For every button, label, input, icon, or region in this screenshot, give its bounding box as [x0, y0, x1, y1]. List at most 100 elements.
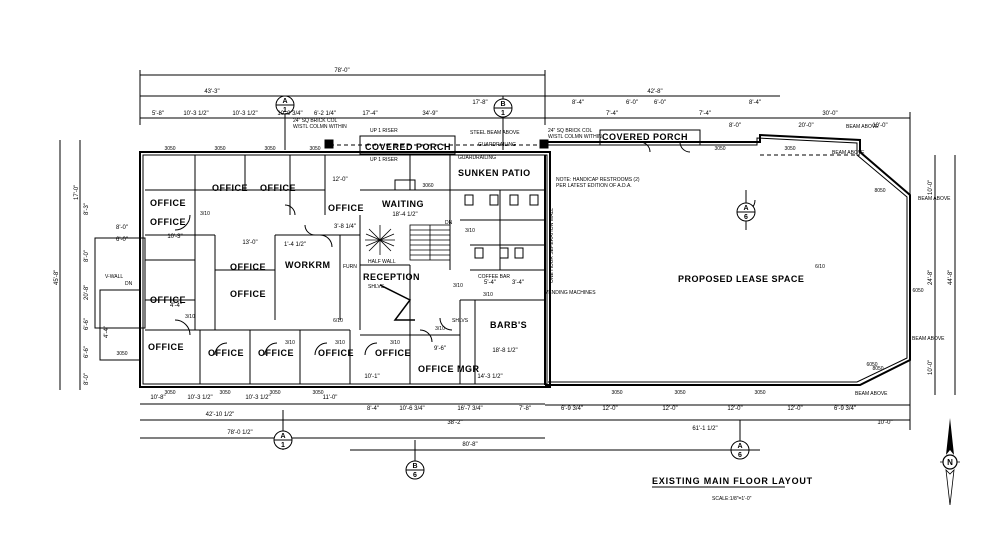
label-half-wall: HALF WALL [368, 259, 396, 265]
dim-int-16: 8'-3" [84, 203, 90, 215]
dim-top-4: 10'-9 3/4" [277, 111, 302, 117]
room-waiting: WAITING [382, 199, 424, 209]
door-tag-19: 3060 [422, 183, 433, 189]
dim-int-5: 3'-4" [512, 280, 524, 286]
door-small-4: 3/10 [335, 340, 345, 346]
door-tag-3: 3050 [264, 146, 275, 152]
door-tag-2: 3050 [214, 146, 225, 152]
dim-bottom-3: 10'-3 1/2" [245, 395, 270, 401]
dim-top-6: 17'-4" [362, 111, 377, 117]
note-beam-above-5: BEAM ABOVE [855, 391, 888, 397]
note-beam-above-3: BEAM ABOVE [918, 196, 951, 202]
dim-int-22: 8'-0" [84, 373, 90, 385]
dim-bottom-6: 10'-6 3/4" [399, 406, 424, 412]
dim-top-7: 34'-9" [422, 111, 437, 117]
dim-int-15: 1'-4 1/2" [284, 242, 306, 248]
dim-bottom-5: 8'-4" [367, 406, 379, 412]
note-brick-col-left-1: 24" SQ BRICK COL [293, 118, 338, 124]
door-tag-8: 3050 [312, 390, 323, 396]
dim-bottom-9: 6'-9 3/4" [561, 406, 583, 412]
door-small-10: 3/10 [453, 283, 463, 289]
dim-bottom-left: 42'-10 1/2" [206, 412, 235, 418]
note-dn-2: DN [125, 281, 133, 287]
room-covered-porch-right: COVERED PORCH [602, 132, 688, 142]
section-mark-3-sheet: 6 [744, 214, 748, 221]
dim-top-right: 42'-8" [647, 89, 662, 95]
door-small-3: 3/10 [285, 340, 295, 346]
dim-right-top: 10'-0" [928, 180, 934, 195]
room-office-4: OFFICE [150, 217, 186, 227]
label-dn: DN [445, 220, 453, 226]
door-tag-12: 3050 [714, 146, 725, 152]
dim-left-total: 45'-8" [54, 270, 60, 285]
room-proposed-lease: PROPOSED LEASE SPACE [678, 274, 804, 284]
dim-int-17: 8'-0" [84, 250, 90, 262]
dim-bottom-far-right: 10'-0" [877, 420, 892, 426]
note-brick-col-right-2: W/STL COLMN WITHIN [548, 134, 602, 140]
dim-int-4: 5'-4" [484, 280, 496, 286]
dim-int-8: 18'-8 1/2" [492, 348, 517, 354]
dim-bottom-right: 61'-1 1/2" [692, 426, 717, 432]
note-brick-col-right-1: 24" SQ BRICK COL [548, 128, 593, 134]
dim-int-1: 13'-0" [242, 240, 257, 246]
dim-top-3: 10'-3 1/2" [232, 111, 257, 117]
note-beam-above-1: BEAM ABOVE [832, 150, 865, 156]
dim-bottom-mid: 38'-2" [447, 420, 462, 426]
dim-int-13: 3'-8 1/4" [334, 224, 356, 230]
dim-top-left: 43'-3" [204, 89, 219, 95]
section-mark-2-sheet: 1 [501, 110, 505, 117]
section-mark-4-num: A [280, 433, 285, 440]
dim-int-14: 9'-6" [434, 346, 446, 352]
section-mark-6-num: A [737, 443, 742, 450]
section-mark-4-sheet: 1 [281, 442, 285, 449]
dim-right-total: 44'-8" [948, 270, 954, 285]
door-tag-10: 3050 [674, 390, 685, 396]
dim-top-2: 10'-3 1/2" [183, 111, 208, 117]
door-tag-11: 3050 [754, 390, 765, 396]
dim-int-18: 6'-6" [84, 318, 90, 330]
dim-right-bottom: 10'-0" [928, 360, 934, 375]
room-office-9: OFFICE [148, 342, 184, 352]
room-office-6: OFFICE [230, 262, 266, 272]
section-mark-3-num: A [743, 205, 748, 212]
section-mark-1-sheet: 1 [283, 107, 287, 114]
drawing-scale: SCALE:1/8"=1'-0" [712, 496, 752, 502]
dim-left-top: 17'-0" [74, 185, 80, 200]
dim-bottom-7: 16'-7 3/4" [457, 406, 482, 412]
room-office-11: OFFICE [258, 348, 294, 358]
door-tag-13: 3050 [784, 146, 795, 152]
dim-top-9: 7'-4" [606, 111, 618, 117]
dim-int-6: 10'-1" [364, 374, 379, 380]
room-office-5: OFFICE [328, 203, 364, 213]
section-mark-5-sheet: 6 [413, 472, 417, 479]
dim-int-19: 20'-8" [84, 285, 90, 300]
section-mark-6-sheet: 6 [738, 452, 742, 459]
dim-int-9: 8'-0" [116, 225, 128, 231]
door-small-9: 6/10 [815, 264, 825, 270]
note-riser-1: UP 1 RISER [370, 128, 398, 134]
room-office-8: OFFICE [150, 295, 186, 305]
door-small-8: 6/10 [333, 318, 343, 324]
door-small-6: 3/10 [435, 326, 445, 332]
dim-bottom-2: 10'-3 1/2" [187, 395, 212, 401]
dim-top-10: 6'-0" [626, 100, 638, 106]
label-coffee-bar: COFFEE BAR [478, 274, 510, 280]
dim-int-7: 14'-3 1/2" [477, 374, 502, 380]
dim-int-11: 4'-4" [170, 303, 182, 309]
note-riser-2: UP 1 RISER [370, 157, 398, 163]
room-office-mgr: OFFICE MGR [418, 364, 480, 374]
note-guardrailing-2: GUARDRAILING [458, 155, 496, 161]
dim-bottom-8: 7'-8" [519, 406, 531, 412]
dim-int-10: 6'-0" [116, 237, 128, 243]
room-barbs: BARB'S [490, 320, 527, 330]
room-office-7: OFFICE [230, 289, 266, 299]
dim-int-21: 6'-6" [84, 346, 90, 358]
dim-bottom-total-left: 78'-0 1/2" [227, 430, 252, 436]
north-label: N [947, 458, 953, 467]
dim-bottom-11: 12'-0" [662, 406, 677, 412]
note-separation-wall: ONE HOUR SEPERATION WALL [549, 208, 555, 283]
label-furn: FURN [343, 264, 357, 270]
dim-top-11: 6'-0" [654, 100, 666, 106]
section-mark-1-num: A [282, 98, 287, 105]
